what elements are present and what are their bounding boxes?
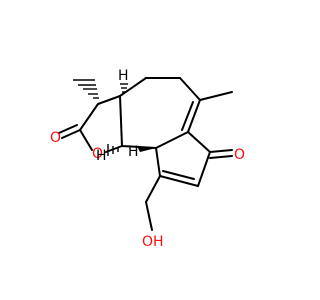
structure-drawing: O O O OH H H H (50, 68, 246, 250)
bond-c9b-c9a (121, 145, 157, 149)
bond-c2-o-double-b (58, 124, 78, 134)
bond-c3-c2 (79, 103, 99, 131)
atom-labels: O O O OH H H H (50, 68, 245, 250)
bond-c7-o-a (209, 149, 233, 153)
bond-c9-c9b (155, 147, 161, 177)
bond-c9a-c3a (119, 95, 123, 147)
bond-c7-o-b (209, 155, 233, 159)
bond-c9-ch2 (145, 175, 161, 203)
bond-c6-c6a (187, 99, 201, 133)
bonds-main (58, 77, 233, 231)
bond-c5-c6 (179, 77, 201, 101)
bond-c8-c9 (159, 175, 199, 187)
bond-c2-o-double-a (61, 129, 81, 139)
atom-h-9a: H (96, 148, 107, 164)
bond-c6a-c9b (155, 131, 189, 149)
bond-c9b-h-wedge (138, 148, 156, 152)
bond-c8-c9-double (162, 170, 195, 180)
atom-h-9b: H (128, 144, 139, 160)
bond-c6-methyl (199, 91, 233, 101)
bond-c3a-h-hashed (120, 83, 128, 93)
bond-c7-c8 (197, 151, 211, 187)
bond-c9a-h-hashed (107, 144, 119, 156)
bond-c2-o1 (79, 129, 93, 151)
bond-c3-methyl-hashed (73, 79, 99, 99)
bond-ch2-oh (145, 201, 153, 231)
atom-oh: OH (142, 234, 164, 250)
bond-c6a-c7 (187, 131, 211, 153)
atom-h-3a: H (118, 68, 129, 84)
atom-o-ketone: O (234, 147, 245, 163)
bond-c6-c6a-double (181, 101, 194, 131)
bond-c3-c3a (97, 95, 121, 105)
atom-o-ring: O (92, 146, 103, 162)
bond-c3a-c4 (119, 77, 147, 97)
atom-o-lactone-carbonyl: O (50, 130, 61, 146)
